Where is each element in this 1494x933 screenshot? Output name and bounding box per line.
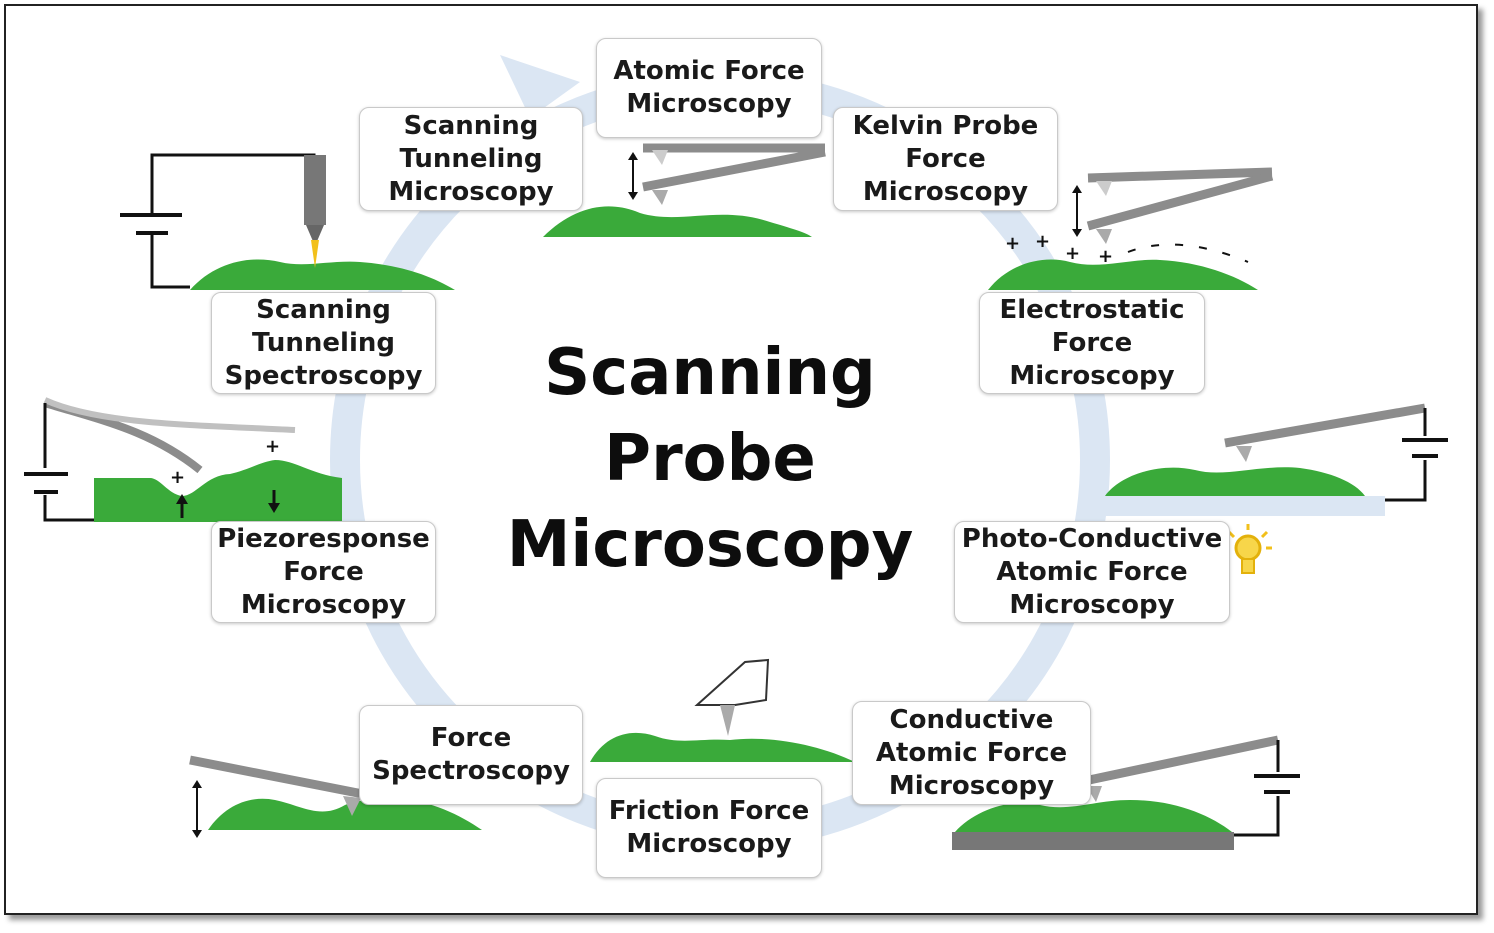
svg-text:+: +	[265, 436, 280, 457]
efm-label: Electrostatic Force Microscopy	[979, 292, 1205, 394]
center-title: Scanning Probe Microscopy	[506, 336, 914, 582]
sts-label: Scanning Tunneling Spectroscopy	[211, 292, 436, 394]
light-bulb-icon	[1224, 524, 1272, 574]
pcafm-label: Photo-Conductive Atomic Force Microscopy	[954, 521, 1230, 623]
svg-text:+: +	[1035, 231, 1050, 252]
pcafm-illustration	[1105, 403, 1448, 516]
afm-illustration	[543, 143, 826, 237]
cafm-illustration	[952, 735, 1300, 850]
stm-label: Scanning Tunneling Microscopy	[359, 107, 583, 211]
kpfm-illustration: + + + +	[988, 167, 1274, 290]
fs-illustration	[189, 755, 482, 838]
fs-label: Force Spectroscopy	[359, 705, 583, 805]
cafm-label: Conductive Atomic Force Microscopy	[852, 701, 1091, 805]
pfm-label: Piezoresponse Force Microscopy	[211, 521, 436, 623]
ffm-label: Friction Force Microscopy	[596, 778, 822, 878]
svg-text:+: +	[1098, 246, 1113, 267]
svg-text:+: +	[170, 467, 185, 488]
svg-text:+: +	[1065, 243, 1080, 264]
svg-text:+: +	[1005, 233, 1020, 254]
pfm-illustration: + +	[24, 397, 342, 522]
friction-illustration	[590, 658, 855, 762]
stm-illustration	[120, 153, 455, 290]
kpfm-label: Kelvin Probe Force Microscopy	[833, 107, 1058, 211]
afm-label: Atomic Force Microscopy	[596, 38, 822, 138]
